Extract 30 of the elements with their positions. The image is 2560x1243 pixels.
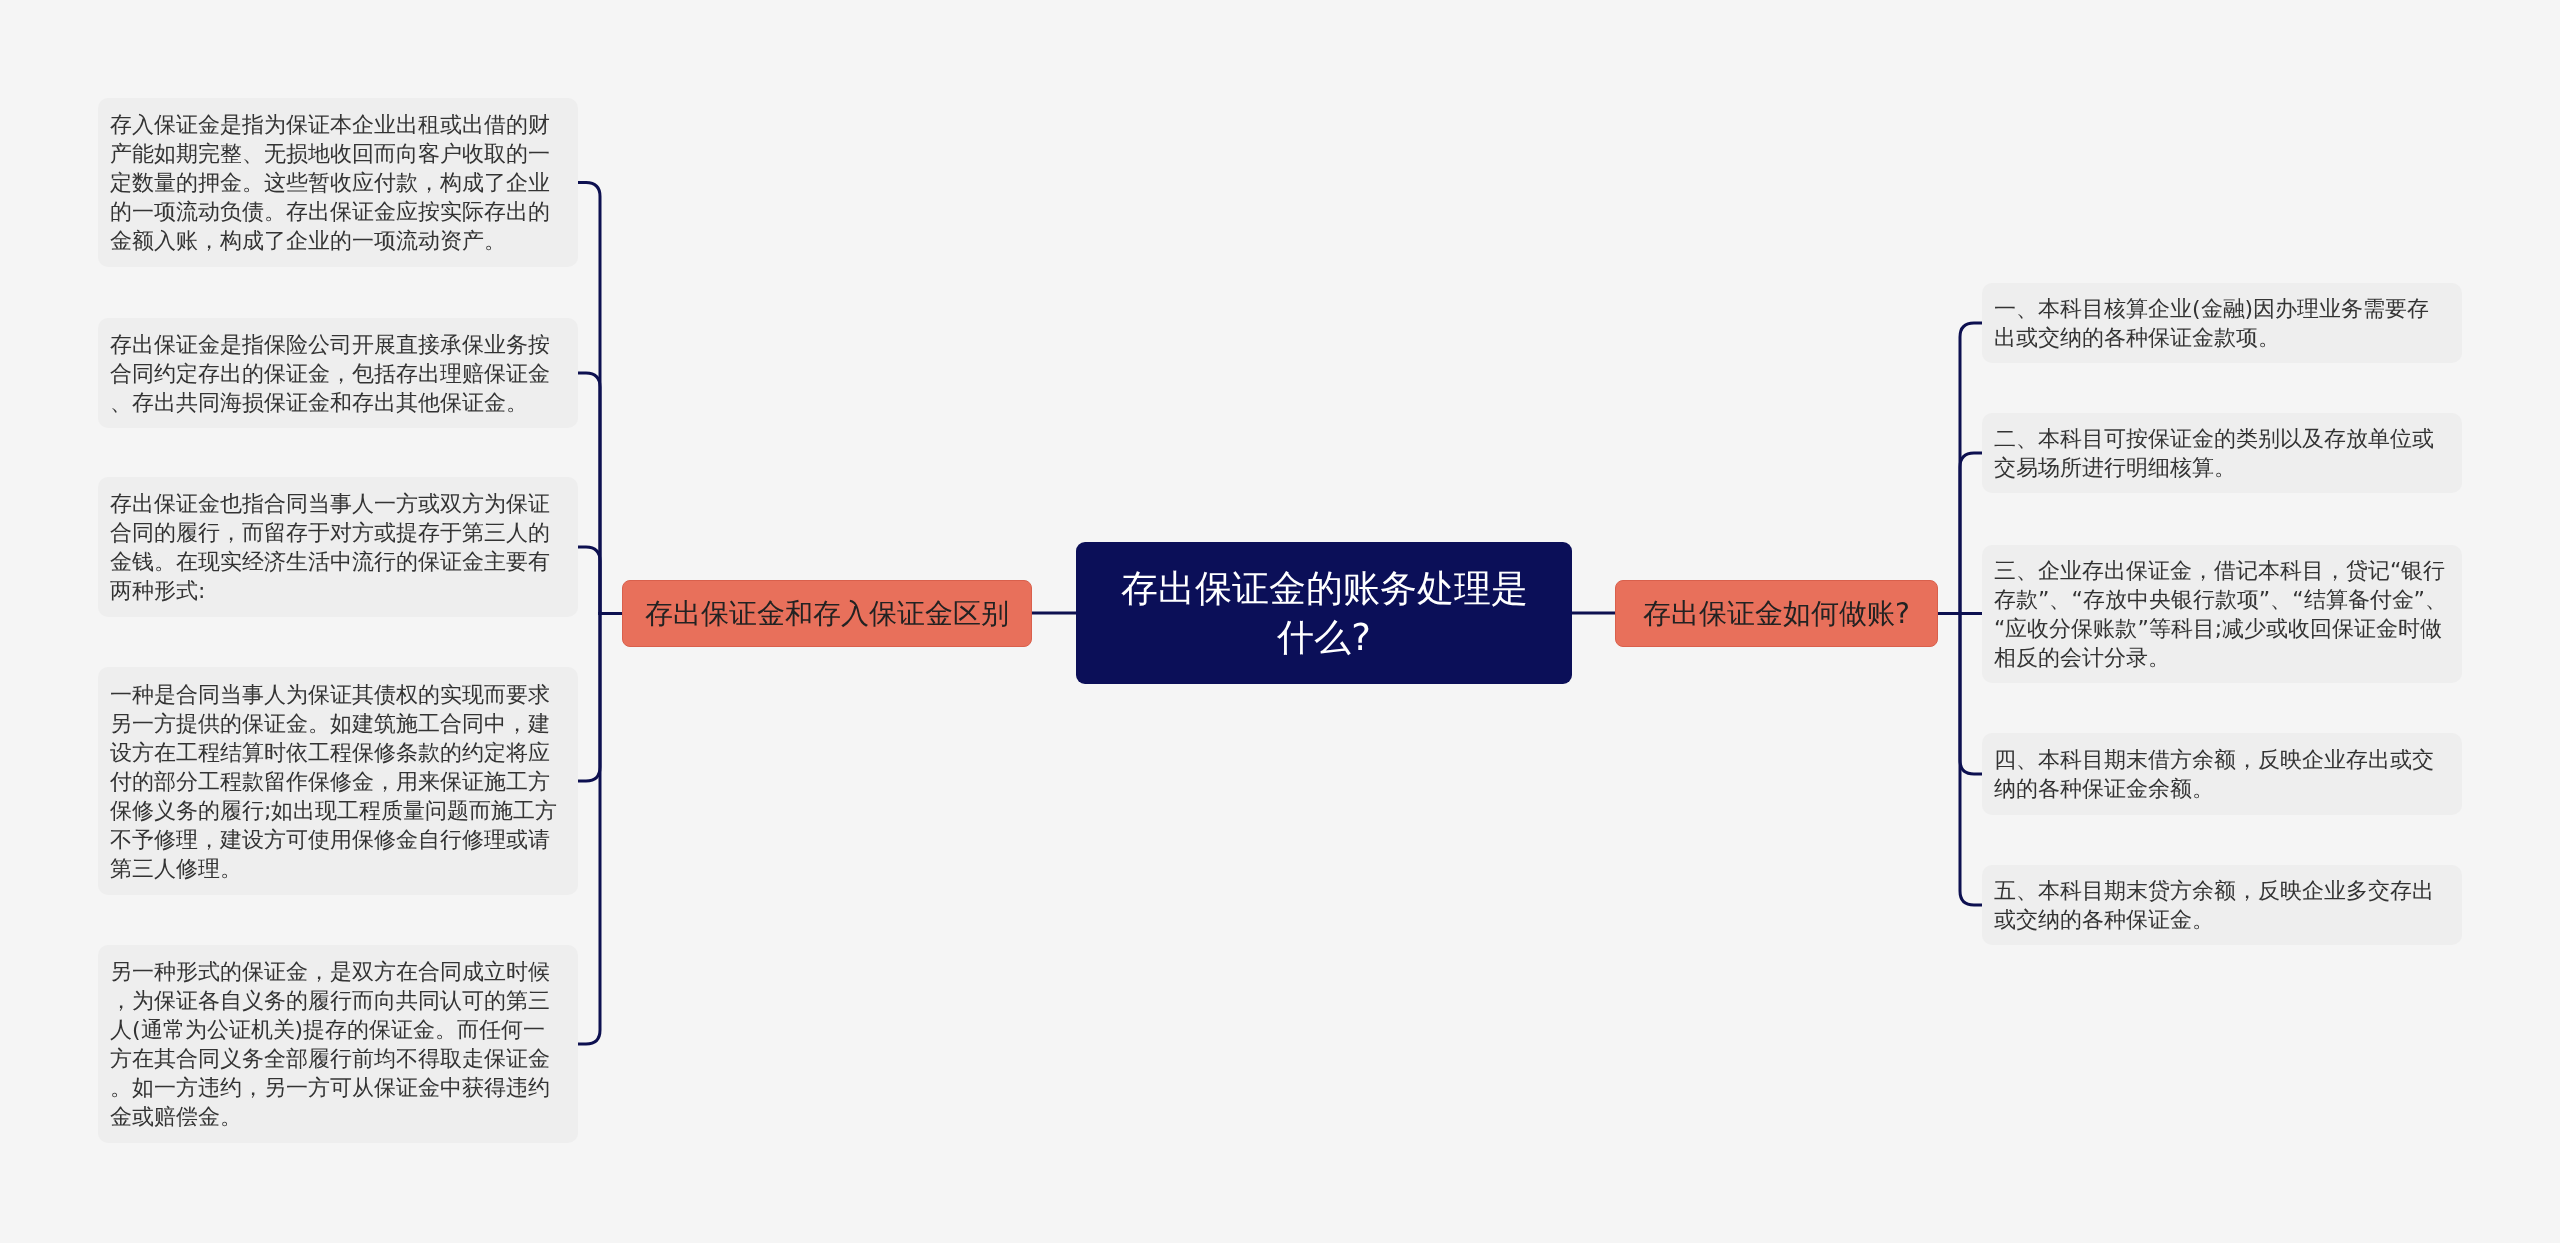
topic-text: 存出保证金和存入保证金区别 bbox=[644, 595, 1010, 632]
note-text: 一、本科目核算企业(金融)因办理业务需要存出或交纳的各种保证金款项。 bbox=[1994, 295, 2431, 352]
note-card bbox=[1982, 413, 2462, 493]
topic-text: 存出保证金如何做账? bbox=[1642, 595, 1911, 632]
connector-line bbox=[578, 612, 622, 1046]
connector-line bbox=[1938, 612, 1982, 907]
note-text: 二、本科目可按保证金的类别以及存放单位或交易场所进行明细核算。 bbox=[1994, 425, 2435, 482]
branch-topic bbox=[1615, 580, 1938, 647]
note-text: 另一种形式的保证金，是双方在合同成立时候，为保证各自义务的履行而向共同认可的第三人(通常为公证机关)提存的保证金。而任何一方在其合同义务全部履行前均不得取走保证金。如一方违约，另一方可从保证金中获得违约金或赔偿金。 bbox=[110, 958, 551, 1131]
note-text: 存出保证金也指合同当事人一方或双方为保证合同的履行，而留存于对方或提存于第三人的金钱。在现实经济生活中流行的保证金主要有两种形式: bbox=[110, 490, 551, 605]
note-card bbox=[98, 667, 578, 895]
note-card bbox=[98, 318, 578, 428]
connector-line bbox=[1032, 611, 1076, 615]
note-text: 四、本科目期末借方余额，反映企业存出或交纳的各种保证金余额。 bbox=[1994, 746, 2435, 803]
note-card bbox=[98, 945, 578, 1143]
topic-text: 存出保证金的账务处理是什么? bbox=[1119, 566, 1529, 661]
note-card bbox=[1982, 545, 2462, 683]
note-text: 存出保证金是指保险公司开展直接承保业务按合同约定存出的保证金，包括存出理赔保证金、存出共同海损保证金和存出其他保证金。 bbox=[110, 330, 551, 417]
connector-line bbox=[1572, 611, 1615, 615]
note-card bbox=[98, 98, 578, 267]
note-card bbox=[98, 477, 578, 617]
note-text: 五、本科目期末贷方余额，反映企业多交存出或交纳的各种保证金。 bbox=[1994, 877, 2435, 934]
note-text: 一种是合同当事人为保证其债权的实现而要求另一方提供的保证金。如建筑施工合同中，建设方在工程结算时依工程保修条款的约定将应付的部分工程款留作保修金，用来保证施工方保修义务的履行;如出现工程质量问题而施工方不予修理，建设方可使用保修金自行修理或请第三人修理。 bbox=[110, 680, 559, 883]
central-topic bbox=[1076, 542, 1572, 684]
note-card bbox=[1982, 283, 2462, 363]
note-text: 存入保证金是指为保证本企业出租或出借的财产能如期完整、无损地收回而向客户收取的一定数量的押金。这些暂收应付款，构成了企业的一项流动负债。存出保证金应按实际存出的金额入账，构成了企业的一项流动资产。 bbox=[110, 111, 551, 255]
note-text: 三、企业存出保证金，借记本科目，贷记“银行存款”、“存放中央银行款项”、“结算备付金”、“应收分保账款”等科目;减少或收回保证金时做相反的会计分录。 bbox=[1994, 557, 2448, 672]
branch-topic bbox=[622, 580, 1032, 647]
note-card bbox=[1982, 733, 2462, 815]
note-card bbox=[1982, 865, 2462, 945]
